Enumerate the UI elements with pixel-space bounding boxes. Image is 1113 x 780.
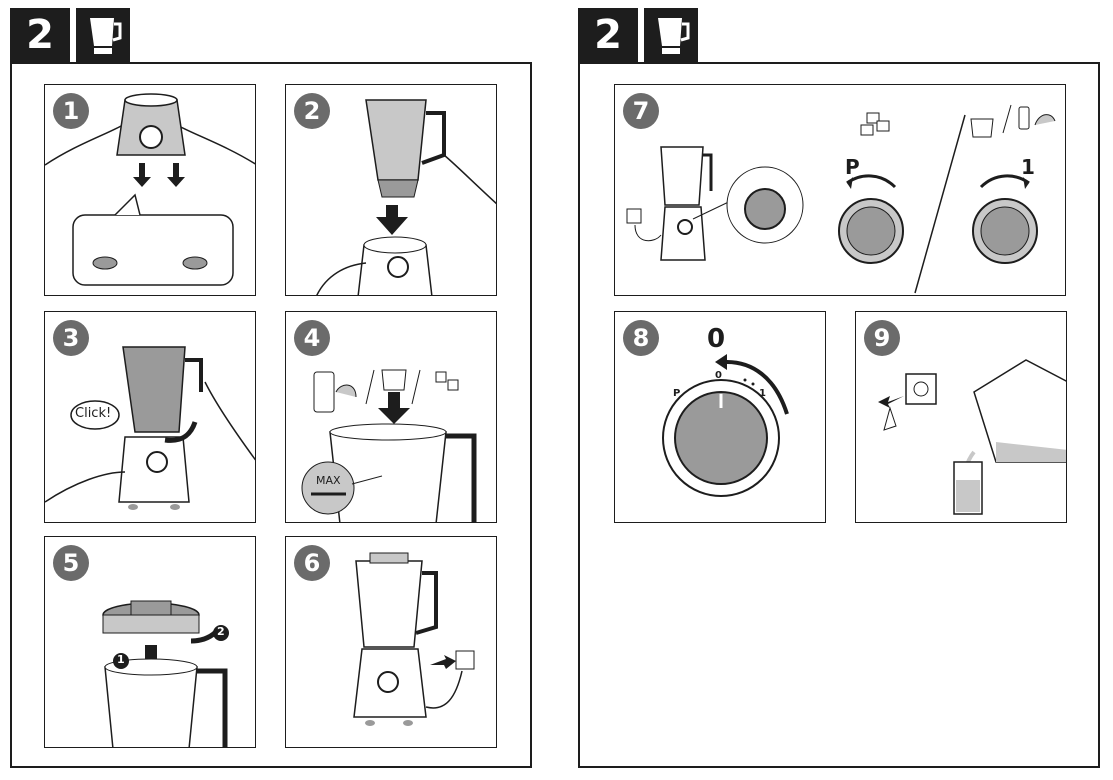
panel-step-2: 2 xyxy=(285,84,497,296)
lid-step-1-label: 1 xyxy=(117,653,125,666)
panel-step-3: Click! 3 xyxy=(44,311,256,523)
section-number-badge: 2 xyxy=(578,8,638,62)
step-number-4: 4 xyxy=(294,320,330,356)
lid-step-2-label: 2 xyxy=(217,625,225,638)
instructions-frame: 1 2 xyxy=(10,62,532,768)
step-number-3: 3 xyxy=(53,320,89,356)
dial-p-label: P xyxy=(673,388,681,399)
instructions-frame: P 1 7 0 0 1 P 8 xyxy=(578,62,1100,768)
step-number-5: 5 xyxy=(53,545,89,581)
off-0-label: 0 xyxy=(707,324,726,354)
step-number-1: 1 xyxy=(53,93,89,129)
click-label: Click! xyxy=(75,406,112,421)
right-page: 2 xyxy=(568,0,1113,780)
left-page: 2 1 xyxy=(0,0,545,780)
section-number-badge: 2 xyxy=(10,8,70,62)
panel-step-8: 0 0 1 P 8 xyxy=(614,311,826,523)
blender-jar-icon xyxy=(644,8,698,62)
speed-1-label: 1 xyxy=(1021,155,1035,179)
step-number-7: 7 xyxy=(623,93,659,129)
panel-step-6: 6 xyxy=(285,536,497,748)
step-number-2: 2 xyxy=(294,93,330,129)
pulse-label: P xyxy=(845,155,860,179)
step-number-6: 6 xyxy=(294,545,330,581)
panel-step-9: 9 xyxy=(855,311,1067,523)
max-label: MAX xyxy=(316,474,341,487)
step-number-8: 8 xyxy=(623,320,659,356)
blender-jar-icon xyxy=(76,8,130,62)
panel-step-5: 1 2 5 xyxy=(44,536,256,748)
dial-0-label: 0 xyxy=(715,370,722,381)
panel-step-1: 1 xyxy=(44,84,256,296)
dial-1-label: 1 xyxy=(759,388,766,399)
step-number-9: 9 xyxy=(864,320,900,356)
panel-step-4: MAX 4 xyxy=(285,311,497,523)
panel-step-7: P 1 7 xyxy=(614,84,1066,296)
